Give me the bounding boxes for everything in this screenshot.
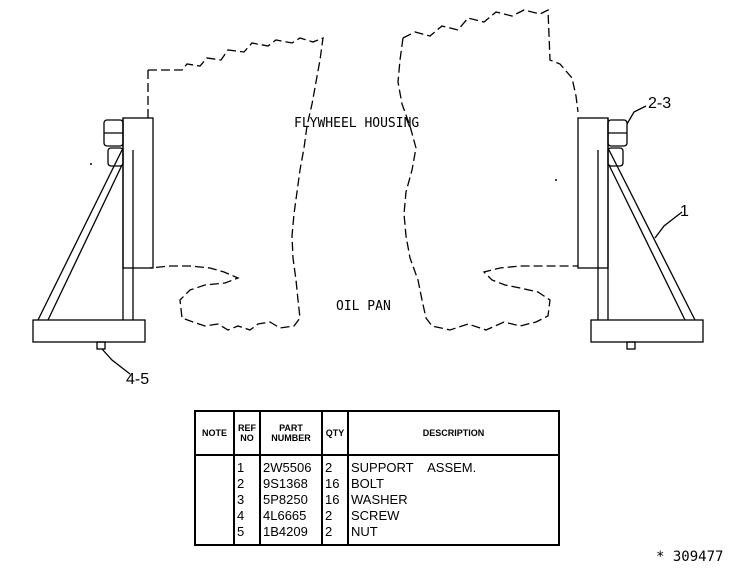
right-support-assembly: [577, 117, 704, 350]
table-cell-description: WASHER: [351, 492, 408, 507]
flywheel-housing-label: FLYWHEEL HOUSING: [294, 116, 419, 131]
leader-4-5: [101, 348, 131, 375]
left-mounting-plate: [122, 117, 154, 269]
callout-2-3: 2-3: [648, 95, 671, 112]
table-cell-description: SCREW: [351, 508, 400, 523]
table-cell-ref: 3: [237, 492, 245, 507]
parts-table-header: NOTE REF NO PART NUMBER QTY DESCRIPTION: [194, 410, 560, 456]
flywheel-housing-outline-right: [397, 8, 579, 331]
table-cell-part: 9S1368: [263, 476, 308, 491]
table-cell-qty: 2: [325, 524, 333, 539]
table-cell-ref: 4: [237, 508, 245, 523]
table-cell-part: 5P8250: [263, 492, 308, 507]
leader-2-3: [626, 105, 647, 125]
table-cell-qty: 16: [325, 492, 340, 507]
drawing-number: * 309477: [656, 549, 724, 565]
table-cell-description: SUPPORT ASSEM.: [351, 460, 477, 475]
right-mounting-plate: [577, 117, 609, 269]
left-foot: [32, 319, 146, 343]
table-cell-qty: 2: [325, 508, 333, 523]
description-column: SUPPORT ASSEM. BOLT WASHER SCREW NUT: [347, 455, 560, 545]
table-cell-description: NUT: [351, 524, 378, 539]
table-cell-part: 4L6665: [263, 508, 307, 523]
right-foot: [590, 319, 704, 343]
oil-pan-label: OIL PAN: [336, 299, 391, 314]
table-cell-description: BOLT: [351, 476, 384, 491]
header-note: NOTE: [194, 410, 235, 456]
flywheel-housing-outline-left: [148, 36, 324, 331]
callout-1: 1: [680, 203, 689, 220]
table-cell-ref: 2: [237, 476, 245, 491]
header-ref-no: REF NO: [233, 410, 261, 456]
table-cell-part: 1B4209: [263, 524, 308, 539]
header-qty: QTY: [321, 410, 349, 456]
qty-column: 2 16 16 2 2: [321, 455, 349, 545]
note-column: [194, 455, 235, 545]
table-cell-ref: 1: [237, 460, 245, 475]
mounting-support-drawing: FLYWHEEL HOUSING OIL PAN 2-3 1 4-5: [32, 8, 704, 388]
left-support-assembly: [32, 117, 154, 350]
parts-table-body: 1 2 3 4 5 2W5506 9S1368 5P8250 4L6665 1B…: [194, 455, 560, 545]
table-cell-qty: 16: [325, 476, 340, 491]
part-number-column: 2W5506 9S1368 5P8250 4L6665 1B4209: [259, 455, 323, 545]
callout-4-5: 4-5: [126, 371, 149, 388]
table-cell-qty: 2: [325, 460, 333, 475]
table-cell-ref: 5: [237, 524, 245, 539]
leader-1: [654, 211, 683, 239]
table-cell-part: 2W5506: [263, 460, 312, 475]
header-part-number: PART NUMBER: [259, 410, 323, 456]
header-description: DESCRIPTION: [347, 410, 560, 456]
ref-column: 1 2 3 4 5: [233, 455, 261, 545]
parts-list-table: NOTE REF NO PART NUMBER QTY DESCRIPTION …: [194, 410, 560, 546]
